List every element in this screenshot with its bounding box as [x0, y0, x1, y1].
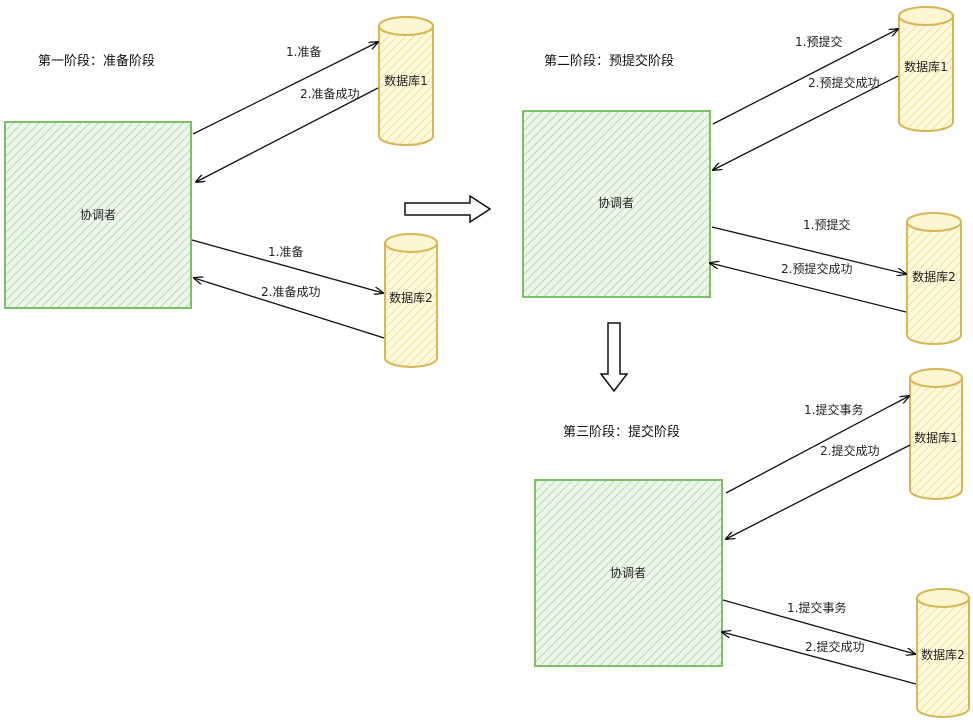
phase-2-db2: 数据库2	[906, 212, 962, 345]
phase-2-db1: 数据库1	[898, 6, 954, 132]
phase-1-coordinator-box	[4, 121, 192, 309]
phase-3-resp2-label: 2.提交成功	[805, 639, 864, 654]
phase-1-resp2-label: 2.准备成功	[261, 285, 320, 299]
phase-2-title: 第二阶段：预提交阶段	[544, 53, 674, 69]
phase-1-db2-label: 数据库2	[389, 290, 433, 305]
phase-2-resp1-label: 2.预提交成功	[808, 75, 879, 90]
phase-1-coordinator-label: 协调者	[80, 207, 116, 222]
phase-2-db2-label: 数据库2	[912, 269, 956, 284]
transition-arrow-right	[404, 194, 492, 224]
phase-2-req1-label: 1.预提交	[795, 34, 842, 49]
phase-1-db1-label: 数据库1	[384, 73, 428, 88]
phase-1-db1: 数据库1	[378, 16, 434, 146]
phase-3-req2-label: 1.提交事务	[787, 600, 846, 615]
phase-3-arrow-req2	[722, 599, 915, 654]
phase-1-arrow-req2	[191, 239, 383, 293]
transition-arrow-down	[599, 322, 629, 393]
phase-1-arrow-req1	[192, 42, 378, 135]
phase-1-db2: 数据库2	[384, 233, 438, 368]
phase-3-db1-label: 数据库1	[914, 430, 958, 445]
phase-2-db1-label: 数据库1	[904, 59, 948, 74]
phase-2-arrow-resp1	[713, 75, 899, 170]
phase-3-arrow-resp2	[722, 632, 917, 685]
phase-3-title: 第三阶段：提交阶段	[563, 424, 680, 440]
phase-2-coordinator-label: 协调者	[598, 195, 634, 210]
phase-3-db2: 数据库2	[916, 588, 970, 718]
phase-1-resp1-label: 2.准备成功	[300, 87, 359, 101]
phase-3-db1: 数据库1	[909, 368, 963, 500]
phase-3-req1-label: 1.提交事务	[804, 402, 863, 417]
phase-3-resp1-label: 2.提交成功	[820, 443, 879, 458]
phase-1: 第一阶段：准备阶段 协调者 数据库1 数据库2 1.准备 2.准备成功 1.准备…	[4, 16, 438, 368]
phase-2-arrow-resp2	[710, 263, 907, 313]
phase-1-req2-label: 1.准备	[268, 245, 303, 259]
phase-3-arrow-req1	[725, 396, 909, 494]
phase-1-arrow-resp1	[196, 87, 379, 182]
phase-2-arrow-req1	[712, 29, 898, 125]
phase-3-arrow-resp1	[726, 444, 911, 539]
phase-3-coordinator-box	[534, 479, 723, 667]
phase-3: 第三阶段：提交阶段 协调者 数据库1 数据库2 1.提交事务 2.提交成功 1.…	[534, 368, 970, 718]
phase-2-arrow-req2	[711, 226, 906, 274]
phase-1-arrow-resp2	[194, 278, 385, 339]
phase-3-db2-label: 数据库2	[921, 647, 965, 662]
phase-1-req1-label: 1.准备	[286, 45, 321, 59]
phase-2: 第二阶段：预提交阶段 协调者 数据库1 数据库2 1.预提交 2.预提交成功 1…	[522, 6, 962, 345]
phase-3-coordinator-label: 协调者	[610, 565, 646, 580]
phase-2-coordinator-box	[522, 110, 711, 298]
phase-1-title: 第一阶段：准备阶段	[38, 53, 155, 69]
phase-2-req2-label: 1.预提交	[803, 217, 850, 232]
phase-2-resp2-label: 2.预提交成功	[781, 261, 852, 276]
